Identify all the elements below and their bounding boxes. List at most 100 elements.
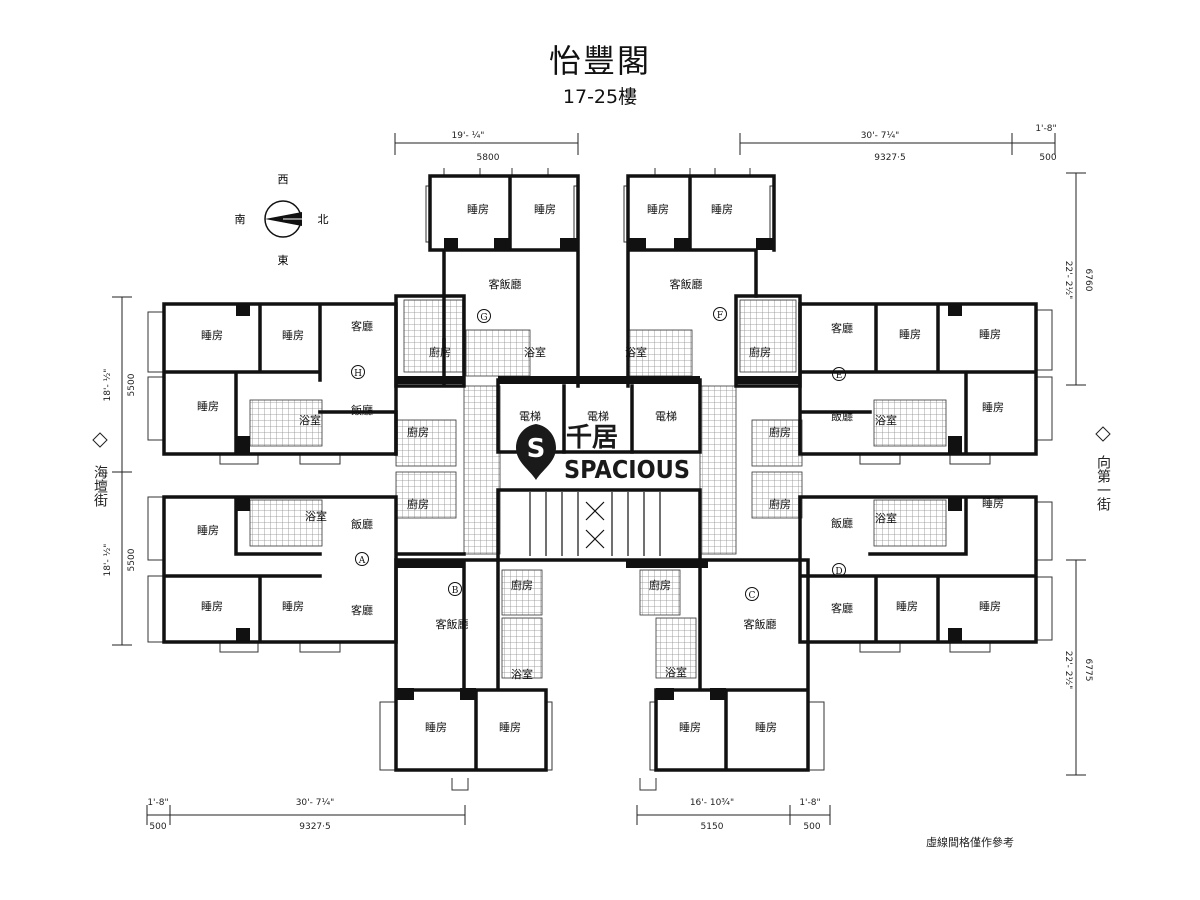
unit-marker-e (832, 367, 846, 381)
room-label-kitchen: 廚房 (407, 497, 429, 511)
footer-note: 虛線間格僅作參考 (926, 836, 1014, 849)
dim-bottom-right-small-metric: 500 (803, 822, 820, 832)
dim-top-left-imperial: 19'- ¼" (452, 131, 485, 141)
unit-letter-b: B (452, 586, 459, 596)
room-label-dining: 飯廳 (351, 517, 373, 531)
room-label-kitchen: 廚房 (749, 345, 771, 359)
room-label-bedroom: 睡房 (467, 203, 489, 216)
room-label-living-dining: 客飯廳 (670, 277, 703, 291)
room-label-bedroom: 睡房 (534, 203, 556, 216)
room-label-living-dining: 客飯廳 (744, 617, 777, 631)
dim-bottom-right-small-imperial: 1'-8" (799, 798, 820, 808)
room-label-living: 客廳 (351, 603, 373, 617)
room-label-bedroom: 睡房 (711, 203, 733, 216)
unit-marker-f (713, 307, 727, 321)
dim-bottom-left-imperial: 30'- 7¼" (296, 798, 335, 808)
room-label-living: 客廳 (831, 601, 853, 615)
room-label-bedroom: 睡房 (425, 721, 447, 734)
unit-letter-a: A (358, 556, 366, 566)
unit-letter-h: H (354, 369, 362, 379)
room-label-bedroom: 睡房 (201, 329, 223, 342)
dim-top-right-metric: 9327·5 (874, 153, 906, 163)
room-label-kitchen: 廚房 (769, 497, 791, 511)
room-label-bathroom: 浴室 (875, 511, 897, 525)
compass-icon: 西 南 北 東 (235, 173, 329, 267)
room-label-kitchen: 廚房 (511, 578, 533, 592)
room-label-bedroom: 睡房 (899, 328, 921, 341)
unit-marker-a (355, 552, 369, 566)
dimension-lines (112, 133, 1086, 825)
room-label-living-dining: 客飯廳 (489, 277, 522, 291)
dim-right-lower-metric: 6775 (1083, 659, 1093, 682)
dim-bottom-right-metric: 5150 (701, 822, 724, 832)
room-label-bathroom: 浴室 (625, 345, 647, 359)
dim-bottom-left-metric: 9327·5 (299, 822, 331, 832)
dim-top-right-small-metric: 500 (1039, 153, 1056, 163)
street-left: 海壇街 (92, 465, 108, 507)
room-label-bedroom: 睡房 (979, 600, 1001, 613)
room-label-dining: 飯廳 (351, 403, 373, 417)
building-title: 怡豐閣 (548, 42, 651, 80)
room-label-living: 客廳 (831, 321, 853, 335)
dim-right-lower-imperial: 22'- 2½" (1063, 651, 1073, 690)
dim-top-right-imperial: 30'- 7¼" (861, 131, 900, 141)
unit-marker-g (477, 309, 491, 323)
room-label-kitchen: 廚房 (649, 578, 671, 592)
compass-east: 東 (278, 254, 289, 267)
room-label-lift: 電梯 (587, 410, 609, 423)
street-left-arrow-icon (92, 432, 108, 448)
dim-left-lower-imperial: 18'- ½" (103, 544, 113, 577)
floor-range: 17-25樓 (562, 86, 638, 108)
room-label-bedroom: 睡房 (896, 600, 918, 613)
dim-top-left-metric: 5800 (477, 153, 500, 163)
room-label-lift: 電梯 (519, 410, 541, 423)
unit-letter-e: E (836, 371, 843, 381)
dim-top-right-small-imperial: 1'-8" (1035, 124, 1056, 134)
room-label-dining: 飯廳 (831, 409, 853, 423)
dim-right-upper-metric: 6760 (1083, 269, 1093, 292)
street-right-arrow-icon (1095, 426, 1111, 442)
room-label-bathroom: 浴室 (665, 665, 687, 679)
room-label-kitchen: 廚房 (429, 345, 451, 359)
dim-bottom-right-imperial: 16'- 10¾" (690, 798, 734, 808)
room-label-bedroom: 睡房 (679, 721, 701, 734)
spacious-logo-mark: S (527, 434, 546, 464)
dim-left-upper-metric: 5500 (127, 373, 137, 396)
room-label-bedroom: 睡房 (982, 401, 1004, 414)
room-label-bedroom: 睡房 (201, 600, 223, 613)
room-label-bedroom: 睡房 (647, 203, 669, 216)
dim-bottom-left-small-metric: 500 (149, 822, 166, 832)
unit-letter-f: F (717, 311, 723, 321)
spacious-logo-english: SPACIOUS (564, 455, 690, 484)
room-label-bathroom: 浴室 (875, 413, 897, 427)
spacious-logo-chinese: 千居 (566, 423, 618, 453)
room-label-bedroom: 睡房 (982, 497, 1004, 510)
room-label-bedroom: 睡房 (197, 524, 219, 537)
street-right: 向第一街 (1095, 455, 1111, 511)
room-label-bedroom: 睡房 (197, 400, 219, 413)
room-label-bedroom: 睡房 (755, 721, 777, 734)
unit-letter-d: D (835, 567, 842, 577)
dim-right-upper-imperial: 22'- 2½" (1063, 261, 1073, 300)
room-label-kitchen: 廚房 (769, 425, 791, 439)
room-label-living-dining: 客飯廳 (436, 617, 469, 631)
dim-left-lower-metric: 5500 (127, 548, 137, 571)
room-label-bathroom: 浴室 (511, 667, 533, 681)
unit-marker-b (448, 582, 462, 596)
staircase (529, 492, 661, 556)
unit-letter-c: C (749, 591, 756, 601)
room-label-dining: 飯廳 (831, 516, 853, 530)
unit-marker-h (351, 365, 365, 379)
room-label-bedroom: 睡房 (979, 328, 1001, 341)
room-label-bedroom: 睡房 (282, 600, 304, 613)
room-label-kitchen: 廚房 (407, 425, 429, 439)
dim-left-upper-imperial: 18'- ½" (103, 369, 113, 402)
room-label-bathroom: 浴室 (299, 413, 321, 427)
compass-west: 西 (278, 173, 289, 186)
compass-north: 北 (318, 213, 329, 226)
room-label-living: 客廳 (351, 319, 373, 333)
room-label-lift: 電梯 (655, 410, 677, 423)
room-label-bathroom: 浴室 (305, 509, 327, 523)
room-label-bedroom: 睡房 (499, 721, 521, 734)
compass-south: 南 (235, 213, 246, 226)
